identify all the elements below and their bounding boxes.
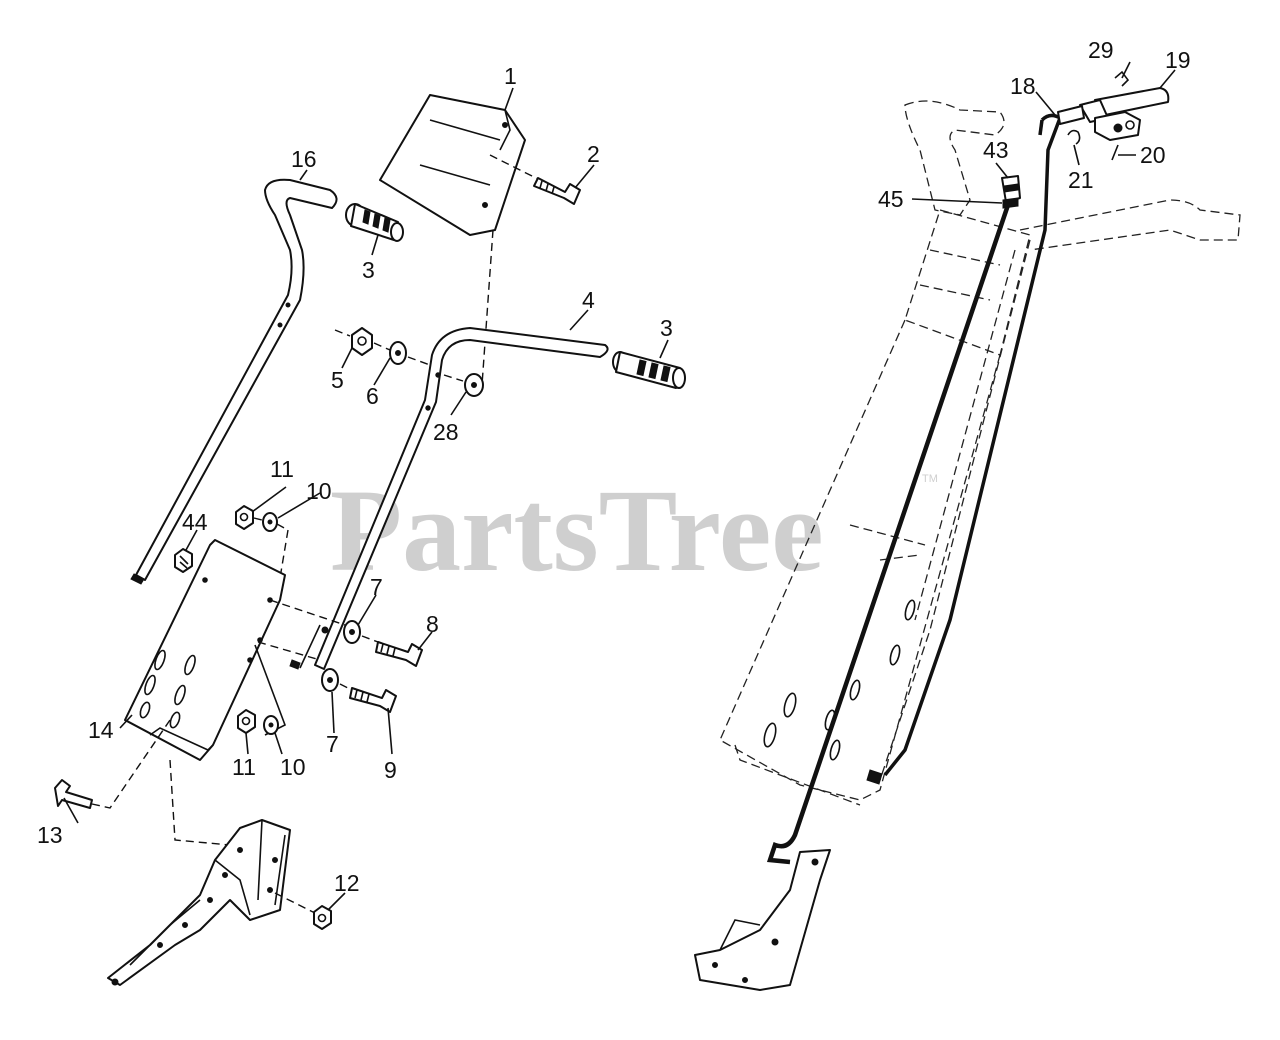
part-14-mounting-plate bbox=[124, 539, 286, 761]
part-29-clip bbox=[1114, 70, 1130, 87]
part-10-washer-upper bbox=[262, 512, 278, 532]
callout-28: 28 bbox=[433, 419, 459, 445]
part-21-hairpin bbox=[1067, 129, 1081, 145]
callout-3-right: 3 bbox=[660, 315, 673, 341]
part-19-control-lever bbox=[1079, 87, 1170, 123]
part-8-bolt bbox=[375, 641, 423, 667]
part-4-right-handle-bar bbox=[289, 327, 609, 670]
callout-44: 44 bbox=[182, 509, 208, 535]
part-43-knob bbox=[1001, 175, 1021, 203]
part-7-washer-lower bbox=[321, 668, 339, 692]
part-9-bolt bbox=[349, 687, 397, 713]
callout-12: 12 bbox=[334, 870, 360, 896]
part-2-bolt bbox=[533, 177, 581, 205]
callouts: 1 2 3 3 4 5 6 7 7 8 9 10 10 11 11 12 13 … bbox=[37, 37, 1191, 896]
part-18-cable-end bbox=[1057, 105, 1085, 125]
part-11-nut-upper bbox=[235, 505, 254, 530]
part-6-washer bbox=[389, 341, 407, 365]
callout-18: 18 bbox=[1010, 73, 1036, 99]
callout-10-upper: 10 bbox=[306, 478, 332, 504]
callout-3-upper: 3 bbox=[362, 257, 375, 283]
part-10-washer-lower bbox=[263, 715, 279, 735]
callout-2: 2 bbox=[587, 141, 600, 167]
lower-bracket bbox=[107, 819, 291, 986]
callout-29: 29 bbox=[1088, 37, 1114, 63]
lower-right-bracket bbox=[694, 849, 831, 991]
watermark-text: PartsTree bbox=[330, 465, 824, 596]
part-3-grip-right bbox=[612, 351, 686, 389]
callout-10-lower: 10 bbox=[280, 754, 306, 780]
part-28-washer bbox=[464, 373, 484, 397]
callout-1: 1 bbox=[504, 63, 517, 89]
callout-45: 45 bbox=[878, 186, 904, 212]
part-13-bolt bbox=[54, 779, 93, 809]
leader-lines bbox=[63, 61, 1176, 911]
callout-7-upper: 7 bbox=[370, 574, 383, 600]
part-45-nut bbox=[1002, 197, 1019, 209]
part-7-washer-upper bbox=[343, 620, 361, 644]
part-3-grip-upper bbox=[345, 203, 404, 242]
callout-16: 16 bbox=[291, 146, 317, 172]
callout-13: 13 bbox=[37, 822, 63, 848]
watermark-trademark: TM bbox=[922, 473, 938, 485]
control-cable bbox=[766, 113, 1063, 865]
callout-19: 19 bbox=[1165, 47, 1191, 73]
callout-5: 5 bbox=[331, 367, 344, 393]
part-44-fastener bbox=[174, 548, 193, 573]
callout-43: 43 bbox=[983, 137, 1009, 163]
part-1-handle-cover bbox=[379, 94, 526, 236]
callout-21: 21 bbox=[1068, 167, 1094, 193]
callout-11-upper: 11 bbox=[270, 456, 294, 482]
callout-9: 9 bbox=[384, 757, 397, 783]
callout-7-lower: 7 bbox=[326, 731, 339, 757]
callout-11-lower: 11 bbox=[232, 754, 256, 780]
callout-6: 6 bbox=[366, 383, 379, 409]
part-12-nut bbox=[313, 905, 332, 930]
callout-14: 14 bbox=[88, 717, 114, 743]
callout-4: 4 bbox=[582, 287, 595, 313]
callout-8: 8 bbox=[426, 611, 439, 637]
part-5-nut bbox=[351, 327, 373, 356]
part-16-left-handle-bar bbox=[130, 178, 338, 585]
part-11-nut-lower bbox=[237, 709, 256, 734]
part-20-pin bbox=[1111, 144, 1119, 161]
callout-20: 20 bbox=[1140, 142, 1166, 168]
lever-housing bbox=[1094, 111, 1141, 141]
handle-outline-dashed bbox=[719, 100, 1241, 806]
